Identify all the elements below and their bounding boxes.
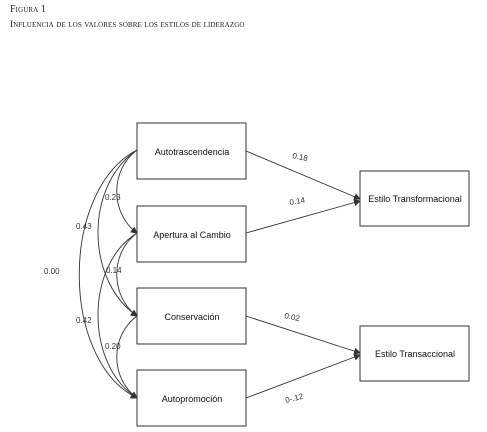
- node-transaccional: [359, 325, 470, 382]
- node-autopromocion: [136, 369, 247, 427]
- path-apertura-transformacional: [245, 199, 361, 234]
- node-autotrascendencia-label: Autotrascendencia: [155, 147, 230, 157]
- coef-autopromocion-transaccional: 0-.12: [284, 392, 304, 405]
- corr-autotrascendencia-conservacion: [97, 143, 144, 317]
- node-autopromocion-label: Autopromoción: [162, 394, 223, 404]
- path-autotrascendencia-transformacional: [245, 150, 361, 200]
- corr-label-autotrascendencia-apertura: 0.23: [105, 193, 121, 202]
- corr-label-autotrascendencia-autopromocion: 0.00: [44, 267, 60, 276]
- corr-label-conservacion-autopromocion: 0.20: [105, 342, 121, 351]
- corr-apertura-autopromocion: [97, 226, 144, 399]
- node-apertura-label: Apertura al Cambio: [153, 230, 231, 240]
- coef-conservacion-transaccional: 0.02: [284, 311, 302, 323]
- figure-title: Influencia de los valores sobre los esti…: [10, 20, 245, 30]
- node-transaccional-label: Estilo Transaccional: [375, 349, 455, 359]
- corr-apertura-conservacion: [116, 226, 144, 317]
- corr-autotrascendencia-apertura: [116, 143, 144, 234]
- coef-apertura-transformacional: 0.14: [289, 195, 306, 207]
- corr-conservacion-autopromocion: [116, 309, 144, 399]
- node-transformacional: [359, 170, 470, 227]
- node-apertura: [136, 205, 247, 263]
- coef-autotrascendencia-transformacional: 0.18: [292, 151, 310, 163]
- path-autopromocion-transaccional: [245, 353, 361, 399]
- corr-label-apertura-autopromocion: 0.42: [76, 316, 92, 325]
- node-conservacion-label: Conservación: [164, 312, 219, 322]
- node-transformacional-label: Estilo Transformacional: [368, 194, 462, 204]
- node-conservacion: [136, 287, 247, 345]
- corr-label-apertura-conservacion: 0.14: [106, 266, 122, 275]
- corr-label-autotrascendencia-conservacion: 0.43: [76, 222, 92, 231]
- corr-autotrascendencia-autopromocion: [78, 144, 144, 399]
- figure-number: Figura 1: [10, 4, 47, 15]
- path-conservacion-transaccional: [245, 315, 361, 355]
- node-autotrascendencia: [136, 122, 247, 180]
